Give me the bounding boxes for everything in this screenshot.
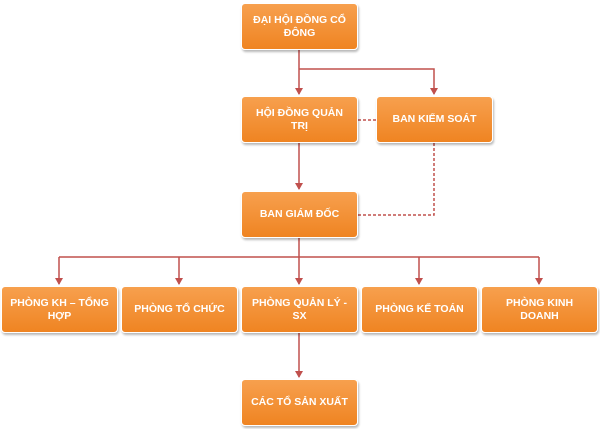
node-label: HỘI ĐỒNG QUẢN TRỊ	[256, 106, 343, 132]
node-ban-giam-doc: BAN GIÁM ĐỐC	[241, 191, 358, 238]
node-phong-kinh-doanh: PHÒNG KINH DOANH	[481, 286, 598, 333]
node-ban-kiem-soat: BAN KIỂM SOÁT	[376, 96, 493, 143]
node-label: BAN KIỂM SOÁT	[392, 113, 477, 125]
node-phong-quan-ly-sx: PHÒNG QUẢN LÝ - SX	[241, 286, 358, 333]
node-dai-hoi-dong-co-dong: ĐẠI HỘI ĐỒNG CỔ ĐÔNG	[241, 3, 358, 50]
node-label: PHÒNG KINH DOANH	[505, 296, 574, 322]
node-hoi-dong-quan-tri: HỘI ĐỒNG QUẢN TRỊ	[241, 96, 358, 143]
node-label: PHÒNG KH – TỔNG HỢP	[10, 296, 109, 322]
node-label: PHÒNG QUẢN LÝ - SX	[251, 296, 348, 322]
node-label: ĐẠI HỘI ĐỒNG CỔ ĐÔNG	[253, 13, 346, 39]
node-label: PHÒNG KẾ TOÁN	[375, 303, 464, 315]
node-phong-to-chuc: PHÒNG TỔ CHỨC	[121, 286, 238, 333]
dashed-link-bks-bgd	[358, 143, 435, 216]
node-label: PHÒNG TỔ CHỨC	[134, 303, 225, 315]
arrow-dhdcd-to-bks	[299, 68, 438, 95]
node-cac-to-san-xuat: CÁC TỔ SẢN XUẤT	[241, 379, 358, 426]
node-label: CÁC TỔ SẢN XUẤT	[251, 396, 348, 408]
node-label: BAN GIÁM ĐỐC	[259, 208, 340, 220]
node-phong-ke-toan: PHÒNG KẾ TOÁN	[361, 286, 478, 333]
node-phong-kh-tong-hop: PHÒNG KH – TỔNG HỢP	[1, 286, 118, 333]
